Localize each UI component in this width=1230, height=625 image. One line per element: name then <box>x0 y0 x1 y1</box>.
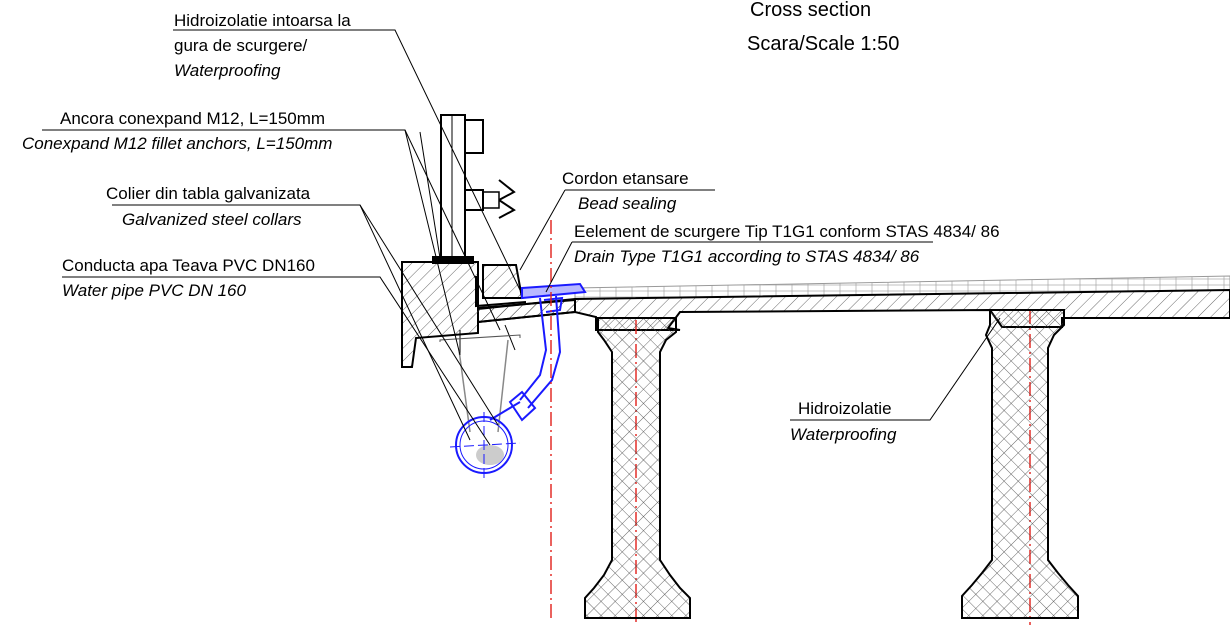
label-drain-en: Drain Type T1G1 according to STAS 4834/ … <box>574 247 920 266</box>
label-bead-ro: Cordon etansare <box>562 169 689 188</box>
guardrail-post <box>432 114 516 264</box>
label-pipe-ro: Conducta apa Teava PVC DN160 <box>62 256 315 275</box>
asphalt-layer <box>574 275 1230 300</box>
label-anchor-en: Conexpand M12 fillet anchors, L=150mm <box>22 134 332 153</box>
label-pipe-en: Water pipe PVC DN 160 <box>62 281 246 300</box>
leader-lines <box>42 29 1001 446</box>
label-waterproofing-return-ro-1: Hidroizolatie intoarsa la <box>174 11 351 30</box>
label-waterproofing-return-en: Waterproofing <box>174 61 281 80</box>
precast-beam-2 <box>961 309 1079 619</box>
anchors <box>439 324 521 355</box>
label-anchor-ro: Ancora conexpand M12, L=150mm <box>60 109 325 128</box>
label-collar-ro: Colier din tabla galvanizata <box>106 184 311 203</box>
label-collar-en: Galvanized steel collars <box>122 210 302 229</box>
label-waterproofing-ro: Hidroizolatie <box>798 399 892 418</box>
label-waterproofing-en: Waterproofing <box>790 425 897 444</box>
label-waterproofing-return-ro-2: gura de scurgere/ <box>174 36 308 55</box>
curb <box>401 261 576 368</box>
label-bead-en: Bead sealing <box>578 194 677 213</box>
label-drain-ro: Eelement de scurgere Tip T1G1 conform ST… <box>574 222 1000 241</box>
drain-element <box>489 282 587 422</box>
curb-steel-angle <box>475 276 527 308</box>
precast-beam-1 <box>584 317 691 619</box>
title-line-1: Cross section <box>750 0 871 21</box>
title-line-2: Scara/Scale 1:50 <box>747 33 899 55</box>
water-pipe <box>449 412 521 478</box>
pipe-collars <box>458 339 509 433</box>
